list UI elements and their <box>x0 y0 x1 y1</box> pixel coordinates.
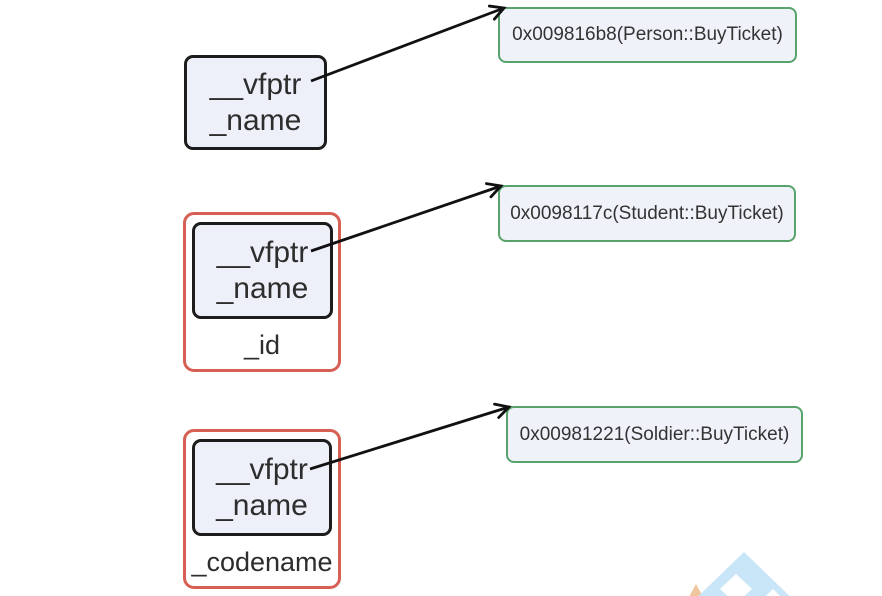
person-members-box: __vfptr _name <box>184 55 327 150</box>
soldier-name-field: _name <box>216 488 308 522</box>
soldier-vfptr-field: __vfptr <box>216 452 308 486</box>
person-vtable-entry-text: 0x009816b8(Person::BuyTicket) <box>512 24 783 45</box>
soldier-vtable-entry-text: 0x00981221(Soldier::BuyTicket) <box>519 423 790 445</box>
person-vfptr-arrow <box>310 4 507 83</box>
person-name-field: _name <box>209 103 302 137</box>
triangle-diamond-watermark-icon <box>689 552 790 596</box>
student-vtable-entry-box: 0x0098117c(Student::BuyTicket) <box>498 185 796 242</box>
student-name-field: _name <box>216 271 309 305</box>
soldier-codename-label: _codename <box>191 547 333 577</box>
student-members-box: __vfptr _name <box>192 222 333 319</box>
student-vfptr-field: __vfptr <box>216 235 309 269</box>
student-vtable-entry-text: 0x0098117c(Student::BuyTicket) <box>510 202 784 224</box>
soldier-vtable-entry-box: 0x00981221(Soldier::BuyTicket) <box>506 406 803 463</box>
student-id-label: _id <box>243 330 281 360</box>
soldier-members-box: __vfptr _name <box>192 439 332 536</box>
person-vfptr-field: __vfptr <box>209 67 302 101</box>
person-vtable-entry-box: 0x009816b8(Person::BuyTicket) <box>498 7 797 63</box>
